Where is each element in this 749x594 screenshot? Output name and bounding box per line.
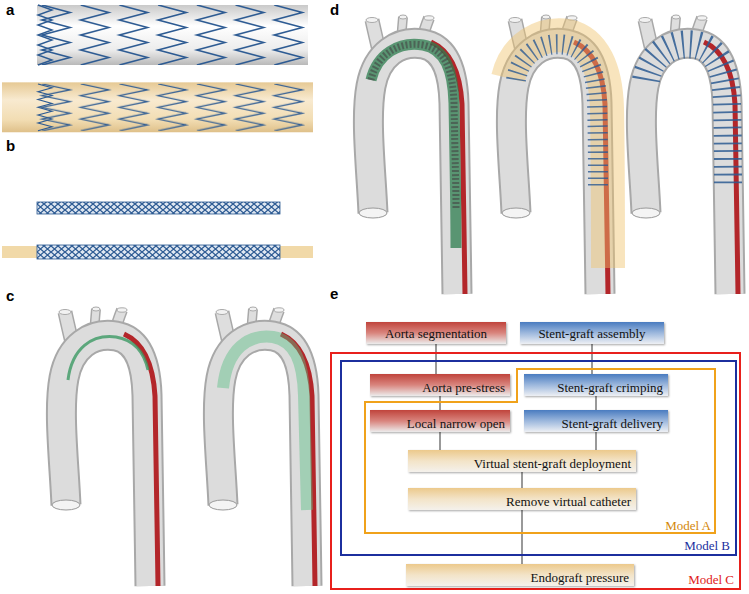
process-box: Virtual stent-graft deployment bbox=[408, 450, 636, 472]
aorta-model bbox=[502, 15, 608, 294]
graft-fabric bbox=[2, 246, 313, 258]
box-label: Stent-graft crimping bbox=[557, 380, 663, 395]
crimped-stent-graft bbox=[2, 245, 313, 259]
region-label: Model A bbox=[665, 518, 711, 533]
box-label: Stent-graft assembly bbox=[538, 326, 645, 341]
aorta-model bbox=[209, 307, 315, 586]
panel-letter: b bbox=[6, 138, 15, 154]
stent-graft-bare bbox=[37, 5, 308, 65]
model-region: Model C Model B Aorta pre-stressModel A Ste… bbox=[330, 352, 741, 590]
stent-graft-covered bbox=[2, 82, 313, 132]
process-box: Stent-graft assembly bbox=[520, 322, 664, 344]
stent-crown bbox=[38, 5, 52, 65]
flow-connector bbox=[521, 472, 522, 488]
crimped-wires bbox=[37, 245, 280, 259]
aorta-model bbox=[632, 15, 738, 294]
process-box: Stent-graft delivery bbox=[524, 410, 668, 432]
aorta-deployed bbox=[632, 15, 738, 294]
virtual-catheter bbox=[371, 44, 456, 248]
process-box: Endograft pressure bbox=[406, 564, 634, 586]
box-label: Aorta pre-stress bbox=[422, 380, 505, 395]
virtual-catheter bbox=[223, 337, 307, 510]
panel-letter: a bbox=[6, 2, 14, 18]
aorta-with-catheter bbox=[209, 307, 315, 586]
box-label: Aorta segmentation bbox=[385, 326, 487, 341]
model-region: Model A Stent-graft crimpingLocal narrow … bbox=[364, 368, 716, 534]
stent-body bbox=[37, 5, 308, 65]
crimped-body bbox=[37, 202, 280, 214]
deployed-stent bbox=[646, 44, 728, 188]
box-label: Stent-graft delivery bbox=[562, 416, 663, 431]
aorta-model bbox=[52, 307, 158, 586]
aorta-deployment bbox=[502, 15, 608, 294]
flow-connector bbox=[595, 432, 596, 450]
panel-letter: d bbox=[330, 2, 339, 18]
process-box: Aorta segmentation bbox=[366, 322, 506, 344]
crimped-body bbox=[37, 245, 280, 259]
catheter-sheath bbox=[508, 35, 608, 268]
box-label: Virtual stent-graft deployment bbox=[474, 456, 631, 471]
flow-connector bbox=[435, 344, 436, 374]
graft-fabric bbox=[2, 82, 313, 132]
process-box: Aorta pre-stress bbox=[370, 374, 510, 396]
stent-rings bbox=[37, 5, 308, 65]
box-label: Remove virtual catheter bbox=[506, 494, 631, 509]
crimped-stent bbox=[37, 202, 280, 214]
panel-letter: e bbox=[330, 286, 338, 302]
process-box: Stent-graft crimping bbox=[524, 374, 668, 396]
region-label: Model B bbox=[684, 538, 730, 553]
aorta-delivery bbox=[359, 15, 465, 294]
stent-rings bbox=[37, 84, 308, 131]
region-outline bbox=[365, 369, 715, 533]
box-label: Local narrow open bbox=[407, 416, 505, 431]
virtual-catheter bbox=[68, 337, 148, 380]
aorta-model bbox=[359, 15, 465, 294]
flow-connector bbox=[439, 432, 440, 450]
stent-crown bbox=[38, 84, 52, 131]
panel-letter: c bbox=[6, 288, 14, 304]
process-box: Remove virtual catheter bbox=[408, 488, 636, 510]
box-label: Endograft pressure bbox=[530, 570, 629, 585]
crimped-wires bbox=[37, 202, 280, 214]
expanding-stent bbox=[516, 44, 598, 188]
region-label: Model C bbox=[688, 572, 734, 587]
crimped-stent bbox=[371, 44, 456, 208]
aorta-with-guidewire bbox=[52, 307, 158, 586]
model-region: Model B Aorta pre-stressModel A Stent-graf… bbox=[340, 360, 737, 556]
flow-connector bbox=[595, 396, 596, 410]
process-box: Local narrow open bbox=[370, 410, 510, 432]
